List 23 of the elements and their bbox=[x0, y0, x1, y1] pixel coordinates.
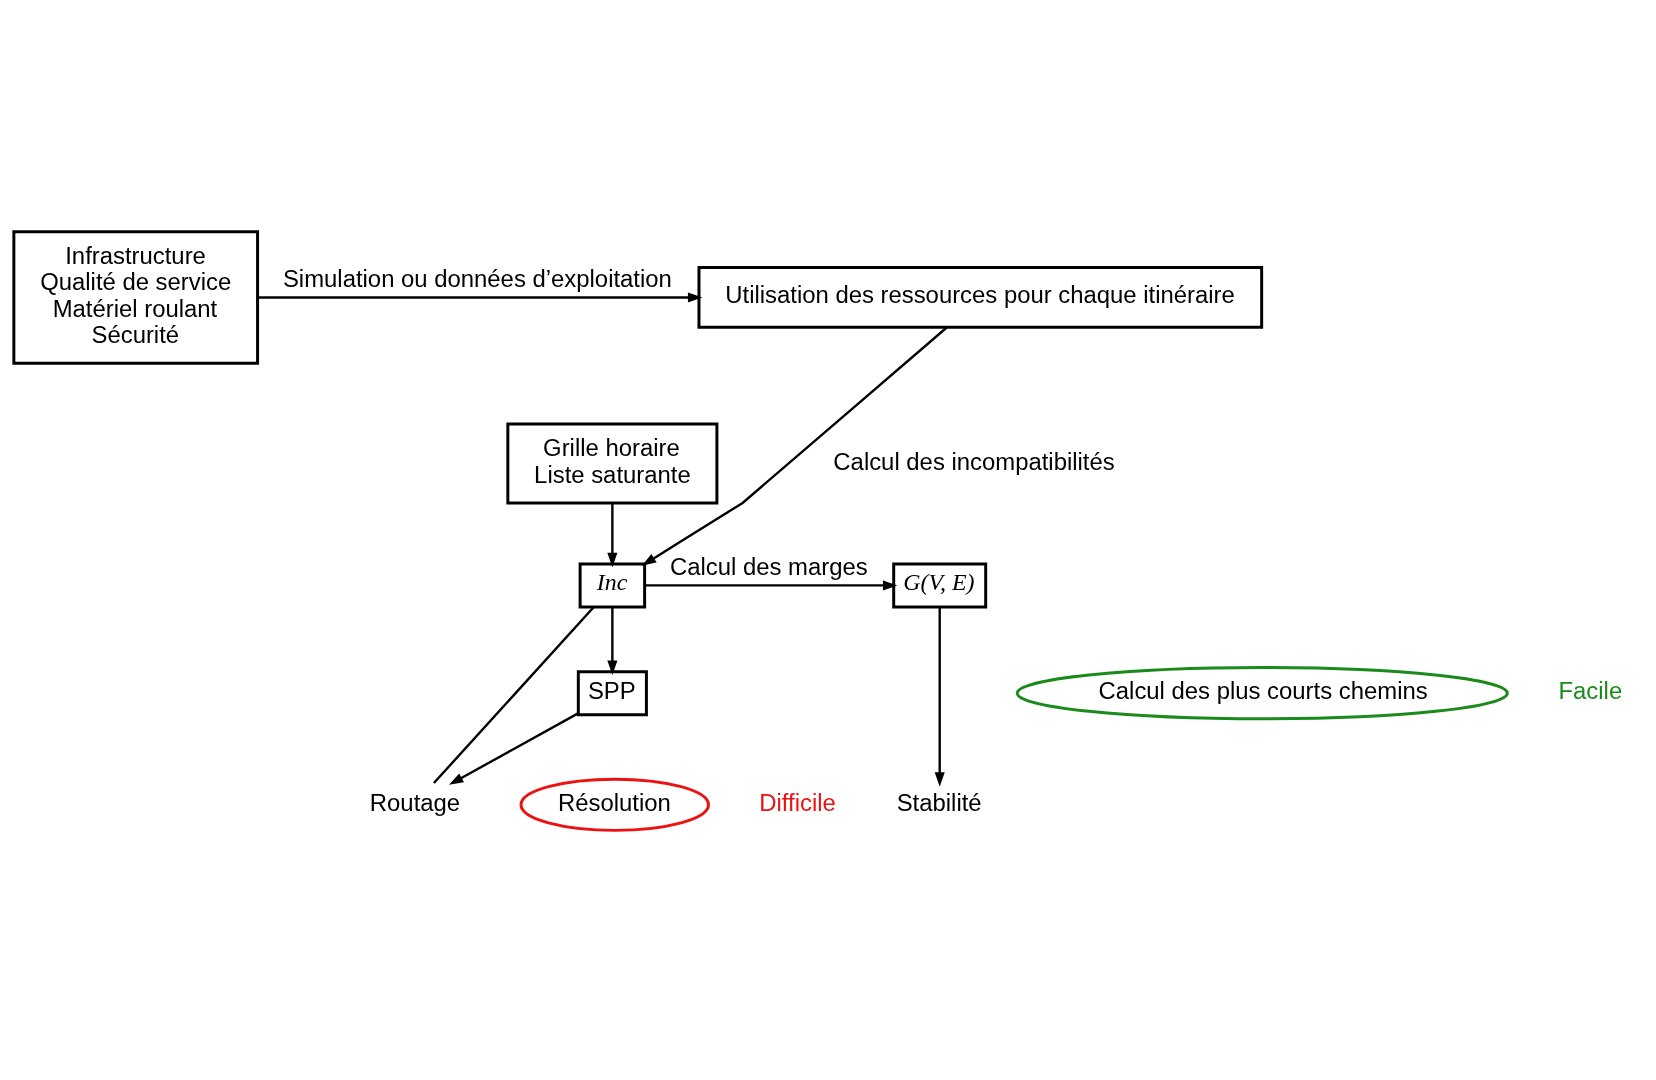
arrow bbox=[607, 502, 618, 567]
node-box: Infrastructure Qualité de service Matériel roulant Sécurité bbox=[12, 229, 260, 365]
edge-label: Simulation ou données d’exploitation bbox=[282, 264, 672, 292]
arrow bbox=[449, 711, 579, 785]
node-text: Stabilité bbox=[896, 788, 982, 816]
node-ellipse: Calcul des plus courts chemins bbox=[1015, 665, 1509, 720]
node-label: Facile bbox=[1558, 676, 1623, 704]
node-box: G(V, E) bbox=[892, 561, 988, 608]
arrow bbox=[644, 579, 898, 590]
edge-label: Calcul des marges bbox=[670, 552, 868, 580]
node-label: Difficile bbox=[759, 788, 836, 816]
node-ellipse: Résolution bbox=[519, 777, 710, 832]
arrow bbox=[257, 291, 703, 302]
node-box: SPP bbox=[576, 669, 648, 716]
edge-label: Calcul des incompatibilités bbox=[833, 447, 1115, 475]
node-box: Grille horaire Liste saturante bbox=[506, 422, 719, 504]
node-box: Inc bbox=[578, 561, 647, 608]
arrow bbox=[607, 606, 618, 675]
arrow bbox=[934, 606, 945, 787]
node-text: Routage bbox=[369, 788, 461, 816]
node-box: Utilisation des ressources pour chaque itinéraire bbox=[697, 265, 1264, 329]
connector bbox=[433, 605, 595, 784]
arrow bbox=[641, 326, 948, 566]
